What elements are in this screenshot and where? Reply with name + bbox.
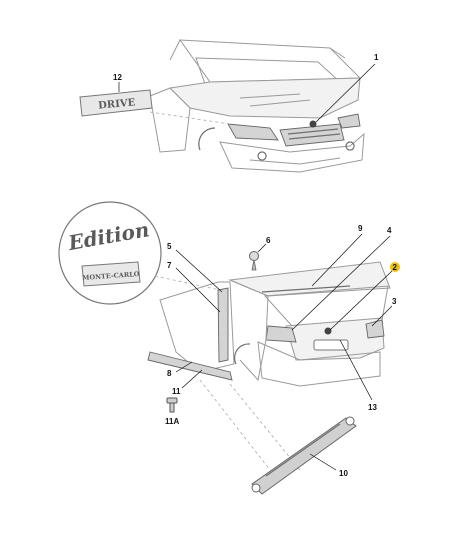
rear-car-illustration <box>147 261 391 471</box>
callout-10: 10 <box>339 469 348 478</box>
drive-badge-text: DRIVE <box>98 97 136 111</box>
leader-4 <box>291 235 391 331</box>
callout-6: 6 <box>266 236 271 245</box>
drive-badge: DRIVE <box>79 89 153 117</box>
callout-3: 3 <box>392 297 397 306</box>
callout-5: 5 <box>167 242 172 251</box>
front-car-illustration <box>149 39 365 173</box>
leader-3 <box>371 305 393 327</box>
leader-8 <box>175 361 193 373</box>
callout-11: 11 <box>172 387 181 396</box>
leader-11 <box>181 369 203 389</box>
leader-1 <box>315 63 376 123</box>
leader-13 <box>339 339 373 401</box>
badge-detail-circle: Edition MONTE-CARLO <box>58 201 221 305</box>
callout-4: 4 <box>387 226 392 235</box>
scuff-plate <box>251 416 357 495</box>
callout-12: 12 <box>113 73 122 82</box>
leader-10 <box>309 453 337 471</box>
callout-13: 13 <box>368 403 377 412</box>
callout-11a: 11A <box>165 417 179 426</box>
leader-5 <box>175 249 223 293</box>
callout-8: 8 <box>167 369 172 378</box>
clip-part <box>249 251 259 271</box>
callout-7: 7 <box>167 261 172 270</box>
leader-7 <box>175 267 221 313</box>
callout-2: 2 <box>393 263 398 272</box>
leader-9 <box>311 233 363 287</box>
leader-2 <box>329 270 393 331</box>
monte-carlo-badge-text: MONTE-CARLO <box>82 270 140 282</box>
leader-6 <box>257 243 267 253</box>
callout-1: 1 <box>374 53 379 62</box>
screw-part <box>166 397 178 413</box>
callout-9: 9 <box>358 224 363 233</box>
callout-2-highlight <box>390 262 400 272</box>
